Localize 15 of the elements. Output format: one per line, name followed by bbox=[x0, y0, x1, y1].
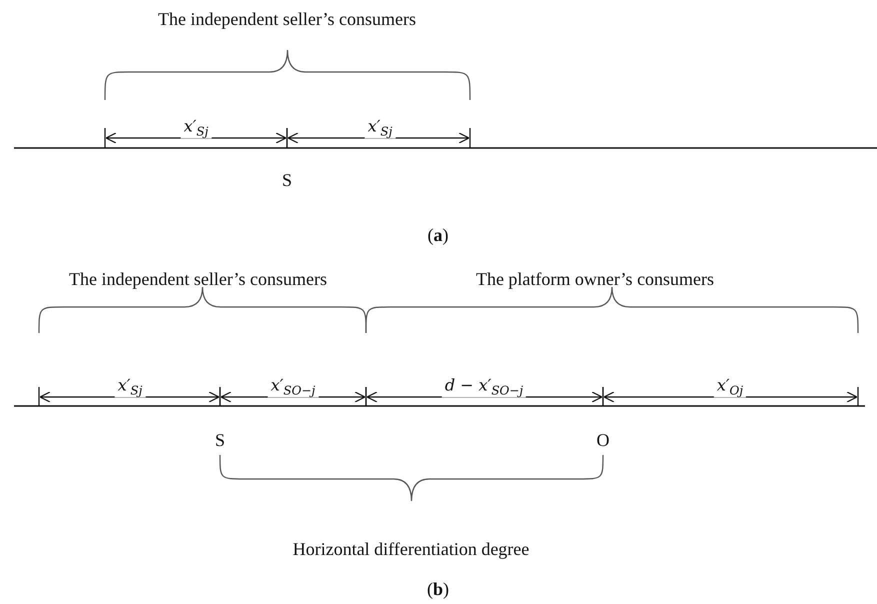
math-label: d − x′$_{SO−j}$ bbox=[442, 376, 526, 398]
point-label: S bbox=[282, 171, 292, 191]
panel-label: (b) bbox=[427, 580, 449, 600]
caption-text: The independent seller’s consumers bbox=[68, 270, 328, 290]
math-label: x′$_{Oj}$ bbox=[714, 376, 746, 398]
panel-label: (a) bbox=[428, 226, 448, 246]
math-label: x′$_{SO−j}$ bbox=[268, 376, 318, 398]
math-label: x′$_{Sj}$ bbox=[364, 117, 396, 139]
caption-text: The independent seller’s consumers bbox=[158, 10, 416, 30]
math-label: x′$_{Sj}$ bbox=[114, 376, 146, 398]
caption-text: The platform owner’s consumers bbox=[476, 270, 714, 290]
math-label: x′$_{Sj}$ bbox=[180, 117, 212, 139]
point-label: O bbox=[596, 431, 610, 451]
point-label: S bbox=[215, 431, 225, 451]
caption-text: Horizontal differentiation degree bbox=[292, 540, 530, 560]
